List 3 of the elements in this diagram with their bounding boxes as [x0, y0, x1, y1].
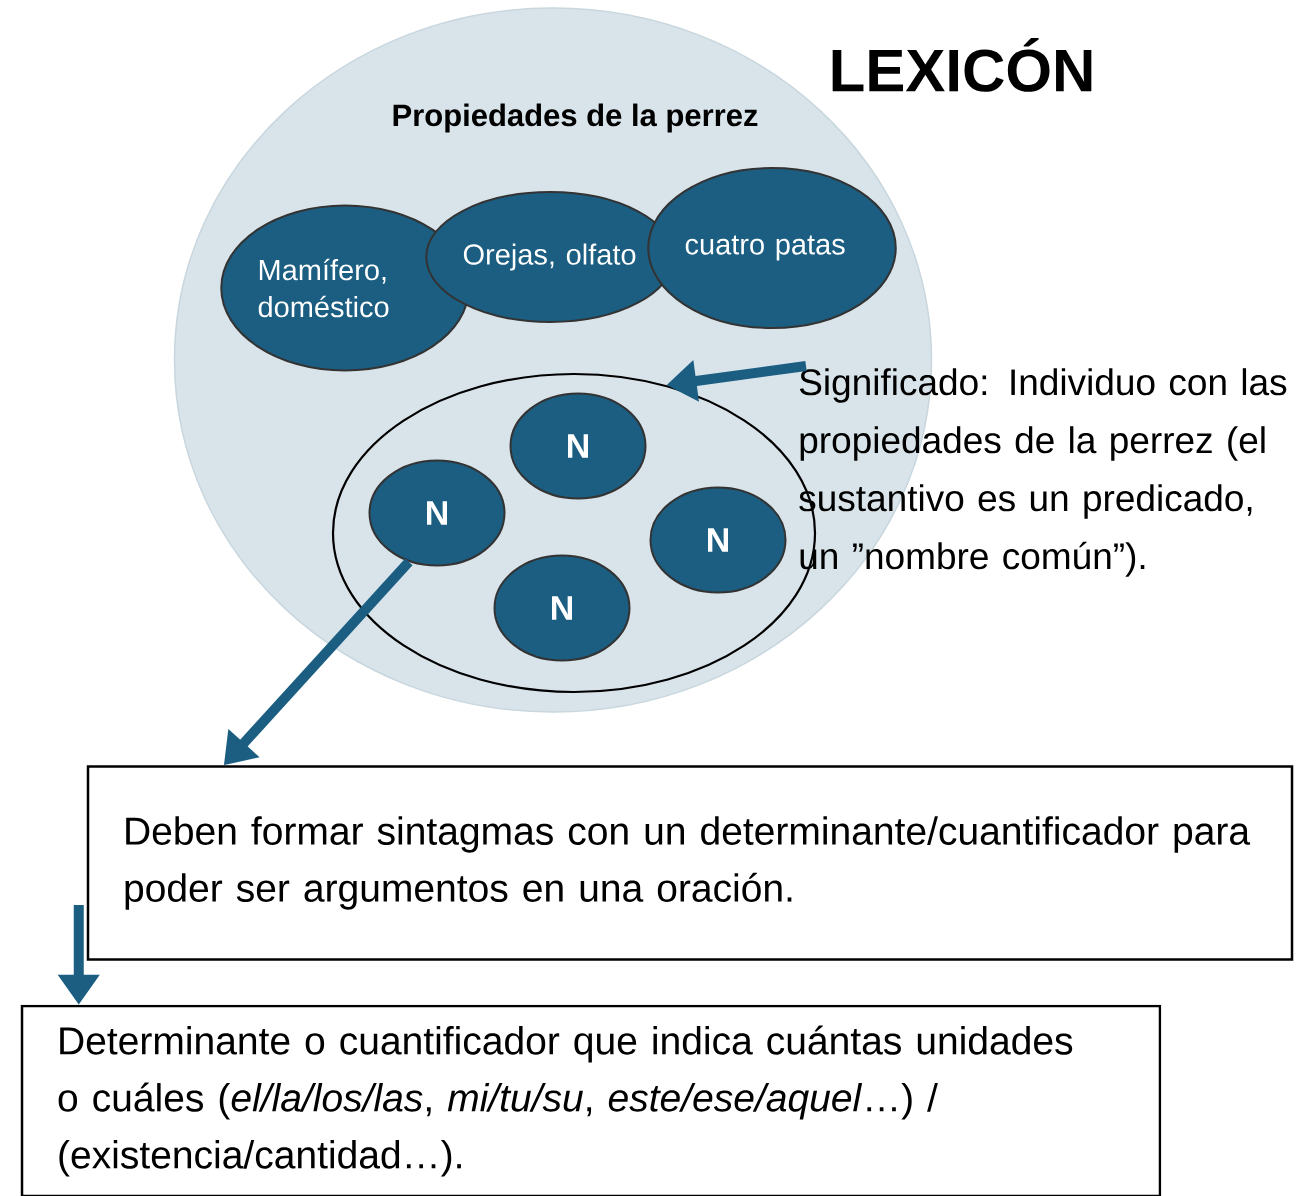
text-box: Deben formar sintagmas con un determinante/cuantificador para poder ser argumentos en una oración.	[86, 765, 1294, 961]
text-box: Determinante o cuantificador que indica cuántas unidades o cuáles (el/la/los/las, mi/tu/su, este/ese/aquel…) / (existencia/cantidad…).	[20, 1004, 1162, 1196]
title: LEXICÓN	[832, 38, 1092, 92]
